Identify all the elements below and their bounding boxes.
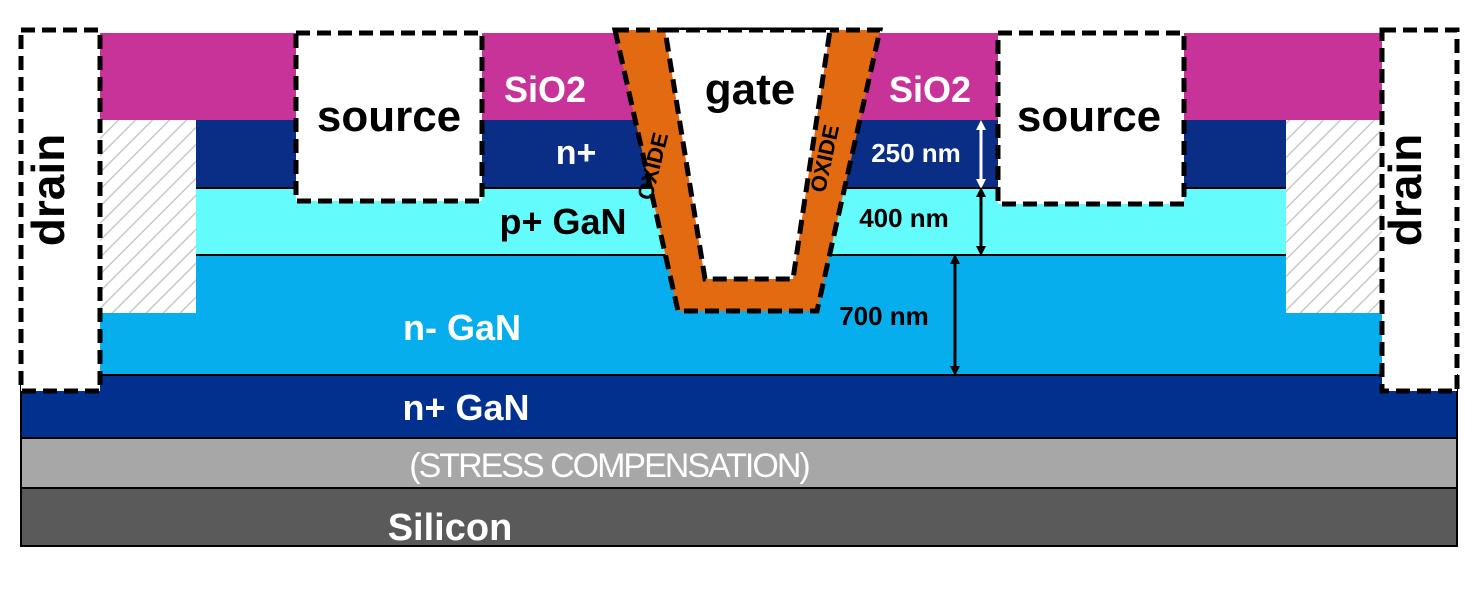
stress-compensation-layer	[20, 437, 1458, 489]
source-label-left: source	[317, 92, 461, 141]
source-contact-right	[995, 30, 1187, 207]
gate-label: gate	[705, 65, 795, 114]
p-plus-gan-label: p+ GaN	[499, 201, 626, 242]
drain-label-right: drain	[1379, 134, 1431, 246]
gate-contact	[662, 27, 833, 282]
drain-label-left: drain	[22, 134, 74, 246]
silicon-label: Silicon	[388, 507, 513, 549]
n-minus-gan-thickness-label: 700 nm	[839, 301, 929, 331]
n-plus-label: n+	[556, 134, 597, 172]
n-plus-gan-layer	[20, 374, 1458, 439]
drain-contact-left	[18, 27, 103, 394]
stress-compensation-label: (STRESS COMPENSATION)	[409, 447, 809, 485]
source-label-right: source	[1017, 92, 1161, 141]
sio2-label-right: SiO2	[889, 69, 971, 110]
sio2-label-left: SiO2	[504, 69, 586, 110]
source-contact-left	[293, 30, 485, 204]
n-minus-gan-label: n- GaN	[403, 307, 521, 348]
drain-contact-right	[1379, 27, 1460, 394]
hatched-region-left	[100, 120, 196, 313]
silicon-layer	[20, 487, 1458, 547]
p-plus-gan-thickness-label: 400 nm	[859, 203, 949, 233]
hatched-region-right	[1286, 120, 1382, 313]
n-plus-gan-label: n+ GaN	[402, 387, 529, 428]
n-plus-thickness-label: 250 nm	[871, 138, 961, 168]
